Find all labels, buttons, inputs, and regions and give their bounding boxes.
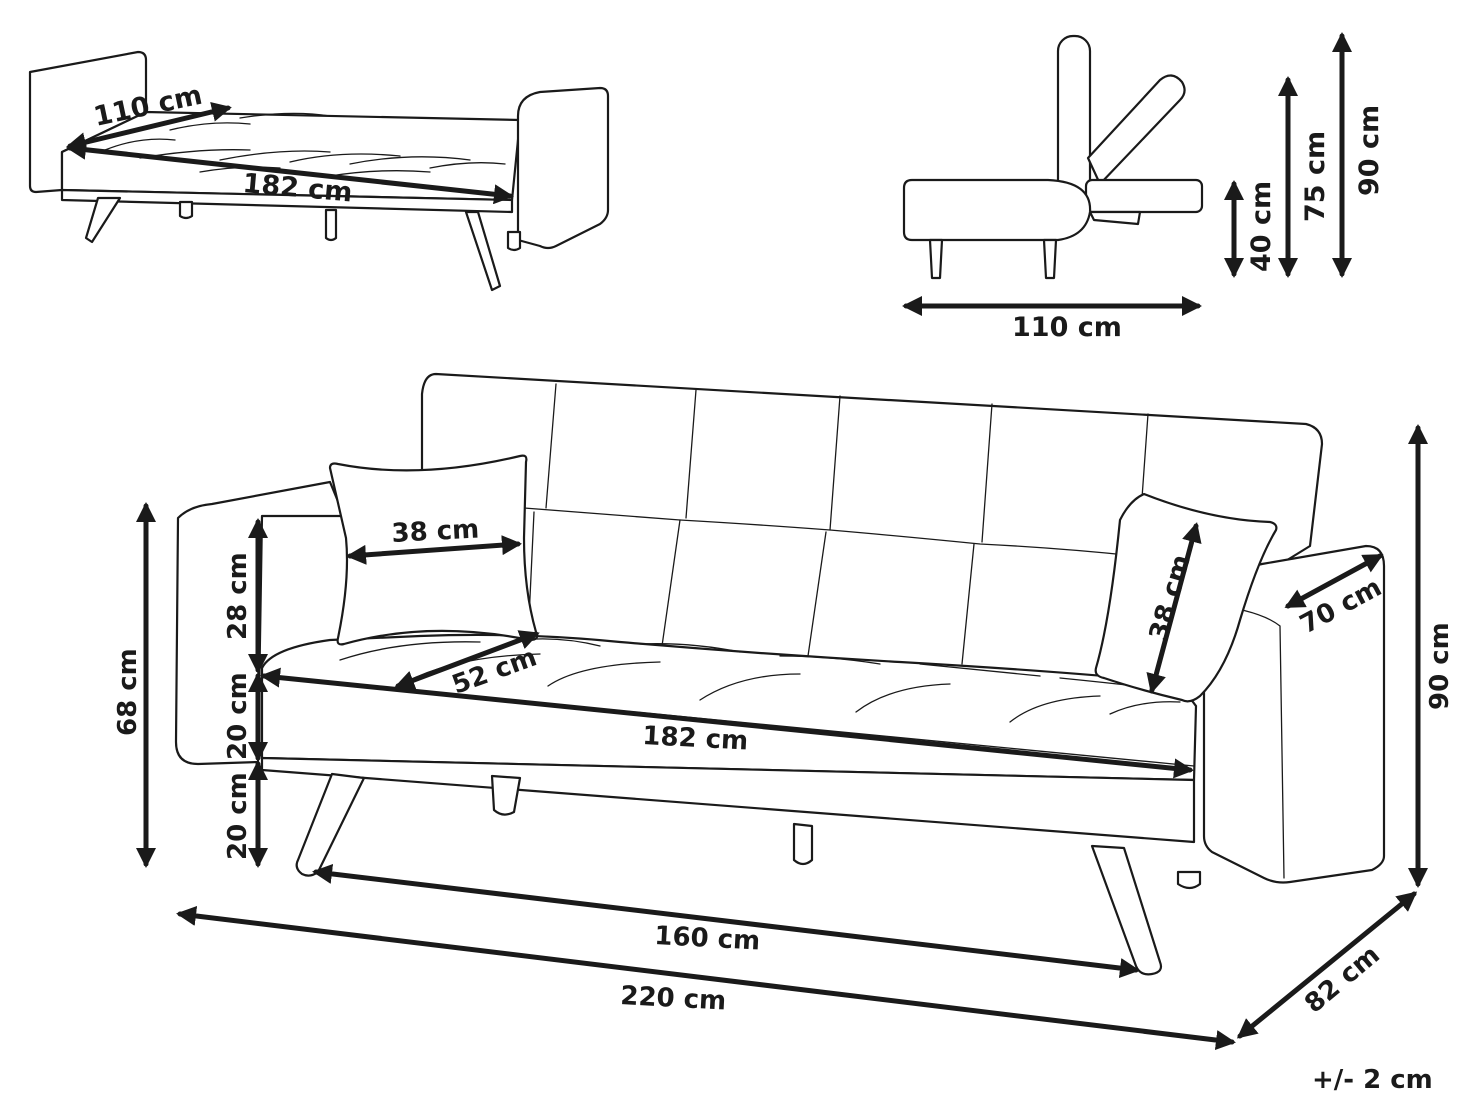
total-width-label: 220 cm (620, 981, 727, 1016)
bed-depth-arrow (66, 102, 232, 152)
leg-span-arrow (312, 863, 1140, 979)
seat-length-arrow (260, 667, 1194, 779)
leg-span-label: 160 cm (654, 921, 761, 956)
tolerance-note: +/- 2 cm (1312, 1065, 1433, 1095)
arm-height-label: 68 cm (113, 648, 143, 736)
cushion-width-arrow (346, 535, 522, 565)
side-total-height-label: 90 cm (1354, 105, 1385, 196)
total-width-arrow (176, 906, 1236, 1050)
total-height-label: 90 cm (1425, 622, 1455, 710)
total-depth-arrow (1236, 891, 1418, 1039)
side-cushion-arrow (1146, 522, 1202, 694)
side-recline-height-label: 75 cm (1300, 131, 1331, 222)
side-view: 110 cm 40 cm 75 cm 90 cm (902, 31, 1385, 343)
cushion-width-label: 38 cm (391, 514, 480, 549)
side-depth-label: 110 cm (1012, 312, 1122, 343)
back-height-label: 28 cm (223, 552, 253, 640)
bed-view: 110 cm 182 cm (28, 50, 610, 292)
main-sofa-view: 38 cm 38 cm 28 cm 20 cm 20 cm 68 cm 52 c… (113, 372, 1455, 1050)
seat-thickness-label: 20 cm (223, 672, 253, 760)
side-seat-height-label: 40 cm (1246, 181, 1277, 272)
bed-length-arrow (66, 139, 514, 205)
leg-height-label: 20 cm (223, 772, 253, 860)
seat-length-label: 182 cm (642, 721, 749, 756)
arm-width-arrow (1284, 553, 1384, 609)
